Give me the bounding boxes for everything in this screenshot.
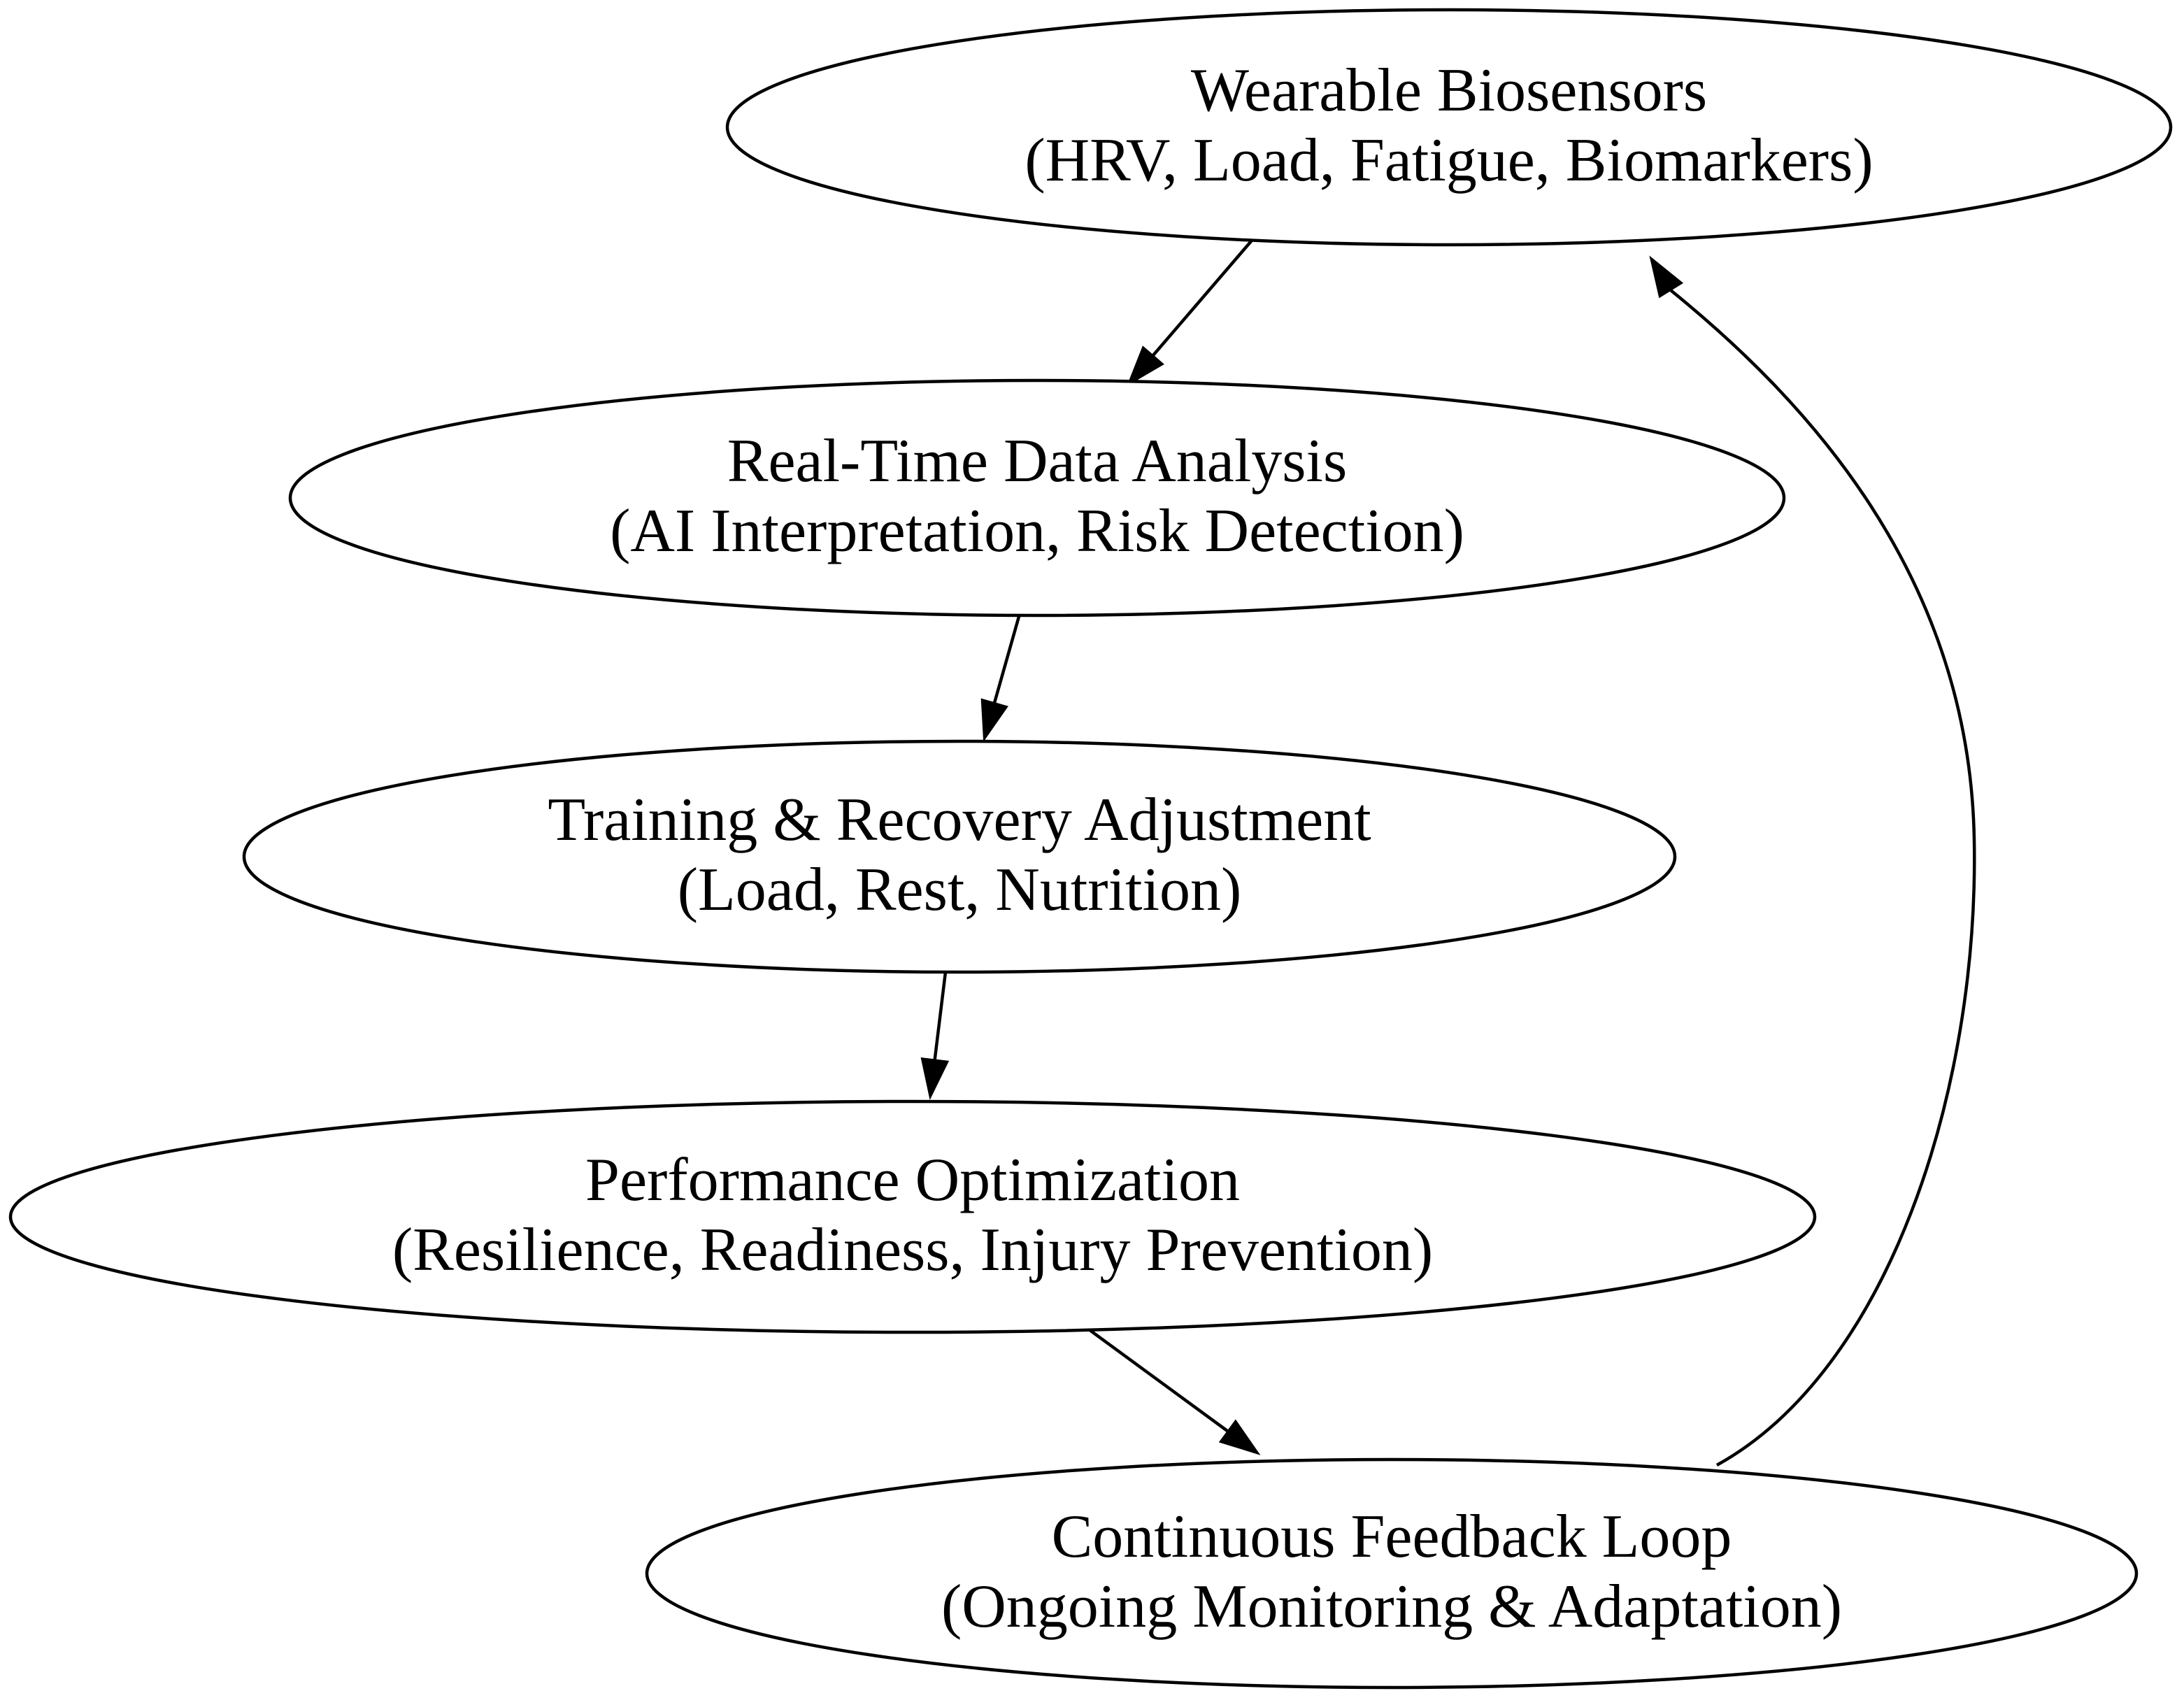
arrowhead-icon (1649, 255, 1684, 299)
edge-analysis-to-adjustment (980, 613, 1022, 742)
node-performance-optimization-title: Performance Optimization (585, 1146, 1240, 1214)
node-wearable-biosensors-shape (725, 8, 2173, 247)
edge-feedback-to-biosensors (1649, 255, 1976, 1467)
arrowhead-icon (1218, 1419, 1261, 1455)
node-wearable-biosensors: Wearable Biosensors (HRV, Load, Fatigue,… (725, 8, 2173, 247)
node-training-recovery-adjustment-title: Training & Recovery Adjustment (548, 786, 1371, 854)
node-performance-optimization-shape (8, 1099, 1817, 1334)
node-training-recovery-adjustment: Training & Recovery Adjustment (Load, Re… (242, 739, 1677, 974)
arrowhead-icon (920, 1057, 950, 1101)
node-training-recovery-adjustment-subtitle: (Load, Rest, Nutrition) (678, 856, 1242, 924)
node-continuous-feedback-loop: Continuous Feedback Loop (Ongoing Monito… (645, 1457, 2139, 1690)
node-training-recovery-adjustment-shape (242, 739, 1677, 974)
edge-line (1152, 235, 1257, 357)
node-real-time-data-analysis: Real-Time Data Analysis (AI Interpretati… (288, 378, 1786, 618)
node-continuous-feedback-loop-subtitle: (Ongoing Monitoring & Adaptation) (941, 1573, 1842, 1641)
edge-line (1669, 289, 1976, 1467)
node-real-time-data-analysis-subtitle: (AI Interpretation, Risk Detection) (610, 497, 1464, 565)
node-real-time-data-analysis-shape (288, 378, 1786, 618)
node-continuous-feedback-loop-shape (645, 1457, 2139, 1690)
arrowhead-icon (980, 698, 1008, 742)
edge-adjustment-to-optimization (920, 971, 950, 1101)
edge-line (992, 613, 1022, 704)
edge-line (933, 971, 948, 1060)
node-wearable-biosensors-title: Wearable Biosensors (1191, 57, 1707, 124)
node-wearable-biosensors-subtitle: (HRV, Load, Fatigue, Biomarkers) (1025, 127, 1873, 194)
arrowhead-icon (1127, 345, 1164, 387)
node-performance-optimization-subtitle: (Resilience, Readiness, Injury Preventio… (392, 1216, 1433, 1284)
node-performance-optimization: Performance Optimization (Resilience, Re… (8, 1099, 1817, 1334)
edge-biosensors-to-analysis (1127, 235, 1257, 387)
node-real-time-data-analysis-title: Real-Time Data Analysis (727, 427, 1347, 495)
node-continuous-feedback-loop-title: Continuous Feedback Loop (1052, 1503, 1732, 1571)
